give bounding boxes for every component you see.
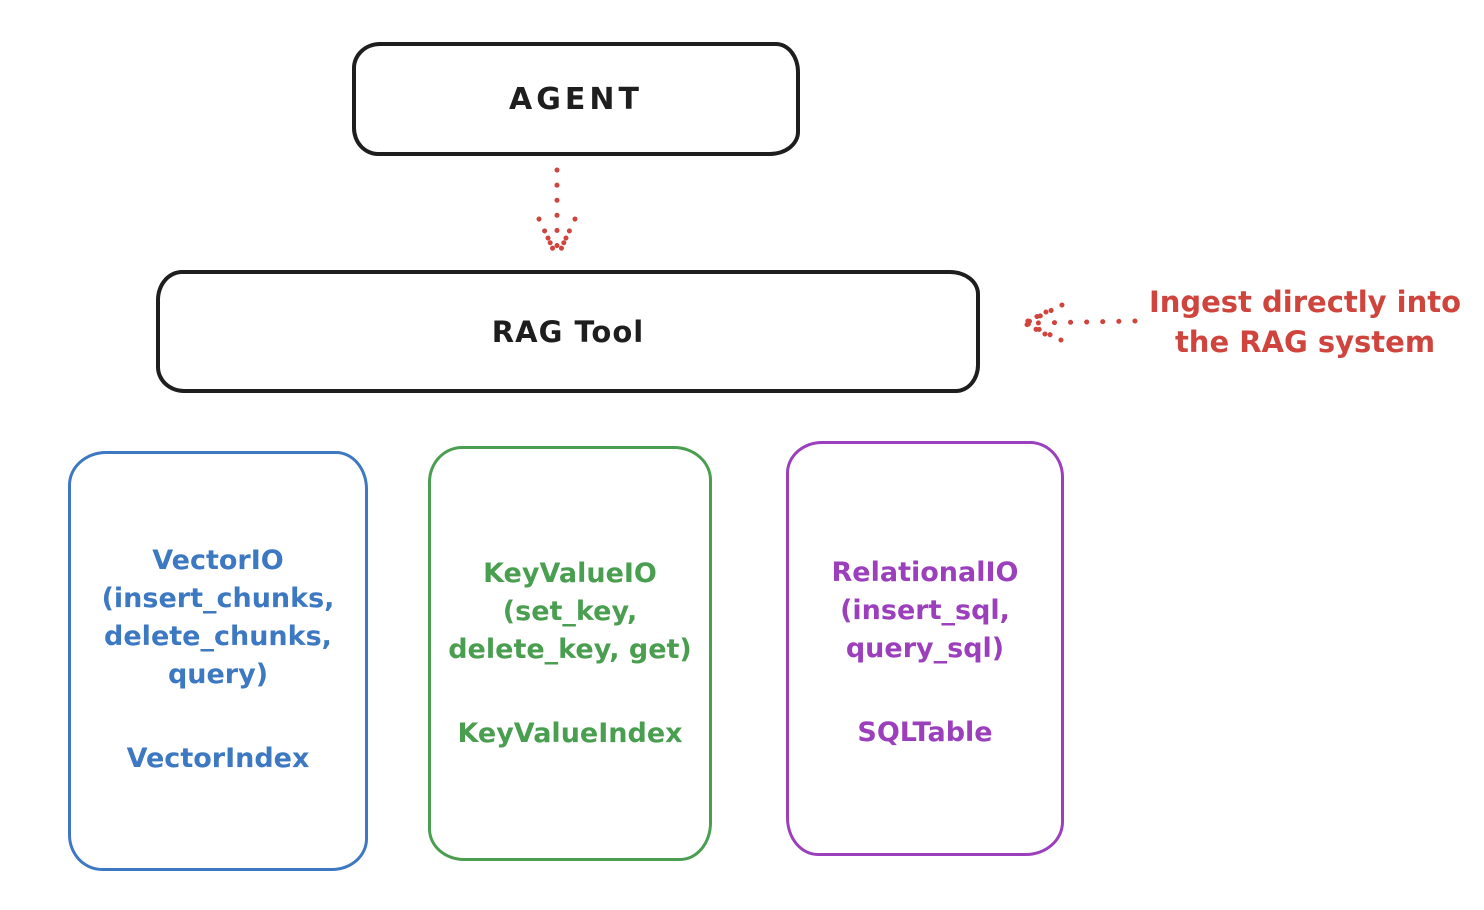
relationalio-method-line-2: query_sql) xyxy=(845,633,1005,664)
keyvalueio-method-line-1: (set_key, xyxy=(502,596,638,627)
vectorio-title: VectorIO xyxy=(152,545,284,576)
backend-vectorio-node: VectorIO (insert_chunks, delete_chunks, … xyxy=(68,451,368,871)
relationalio-title: RelationalIO xyxy=(831,557,1019,588)
relationalio-index-label: SQLTable xyxy=(857,717,993,748)
vectorio-index-label: VectorIndex xyxy=(126,743,310,774)
keyvalueio-title: KeyValueIO xyxy=(483,558,657,589)
agent-label: AGENT xyxy=(509,81,643,117)
dotted-arrow-left-icon xyxy=(1021,302,1138,343)
vectorio-method-line-2: delete_chunks, xyxy=(104,621,332,652)
keyvalueio-method-line-2: delete_key, get) xyxy=(448,634,692,665)
keyvalueio-index-label: KeyValueIndex xyxy=(457,718,683,749)
ingest-annotation-line2: the RAG system xyxy=(1174,325,1436,359)
rag-tool-node: RAG Tool xyxy=(156,270,980,393)
backend-relationalio-node: RelationalIO (insert_sql, query_sql) SQL… xyxy=(786,441,1064,856)
agent-node: AGENT xyxy=(352,42,800,156)
rag-tool-label: RAG Tool xyxy=(491,314,645,349)
backend-keyvalueio-node: KeyValueIO (set_key, delete_key, get) Ke… xyxy=(428,446,712,861)
relationalio-method-line-1: (insert_sql, xyxy=(840,595,1010,626)
vectorio-method-line-1: (insert_chunks, xyxy=(101,583,335,614)
vectorio-method-line-3: query) xyxy=(167,659,269,690)
ingest-annotation: Ingest directly into the RAG system xyxy=(1140,282,1470,362)
dotted-arrow-down-icon xyxy=(536,167,578,259)
ingest-annotation-line1: Ingest directly into xyxy=(1148,285,1462,319)
